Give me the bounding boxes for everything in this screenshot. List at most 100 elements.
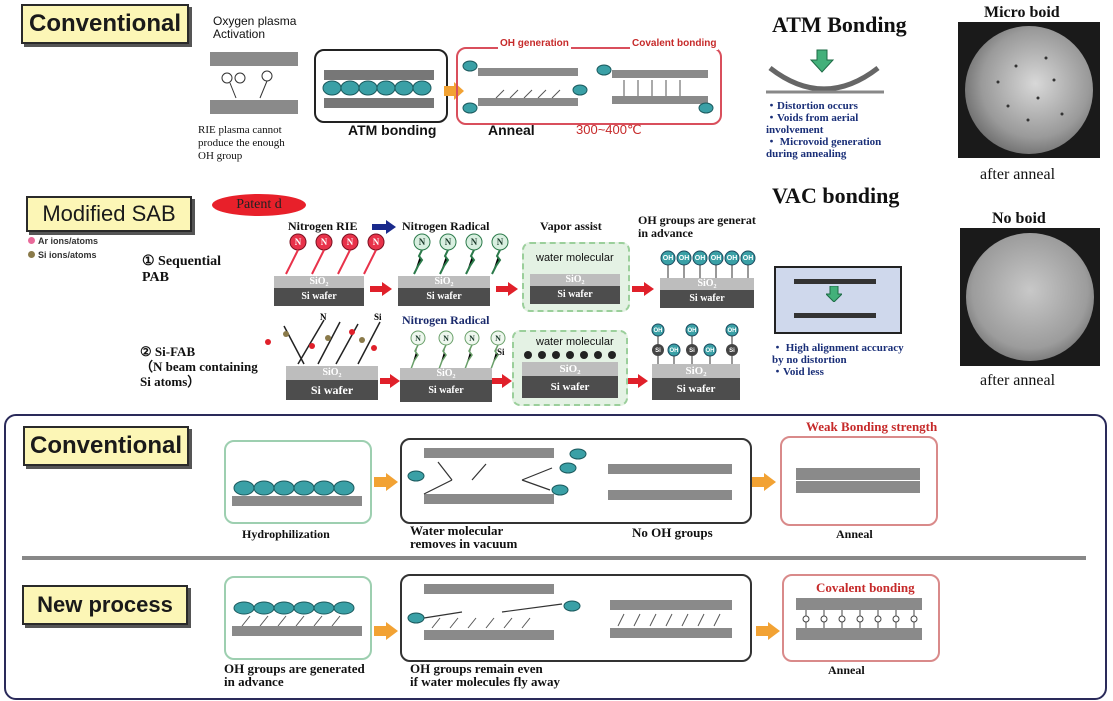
row2-label: ② Si-FAB （N beam containing Si atoms） — [140, 344, 258, 389]
oh-remain-bottom-plate — [424, 630, 554, 640]
plasma-particles — [221, 70, 273, 99]
covalent-bonding-label-top: Covalent bonding — [630, 37, 719, 50]
vacuum-bottom-plate — [424, 494, 554, 504]
no-oh-label: No OH groups — [632, 525, 713, 540]
si-wafer-2: Si wafer — [398, 288, 490, 306]
atm-bend-diagram — [766, 49, 884, 94]
sio2-layer-5: SiO₂ — [286, 366, 378, 380]
sio2-layer-1: SiO₂ — [274, 276, 364, 288]
lower-plate — [210, 100, 298, 114]
si-wafer-1: Si wafer — [274, 288, 364, 306]
conventional-tag-bottom: Conventional — [23, 426, 189, 466]
svg-text:OH: OH — [706, 348, 715, 354]
arrow-icon — [752, 473, 776, 491]
arrow-icon — [444, 82, 464, 100]
svg-text:OH: OH — [654, 328, 663, 334]
anneal-molecules — [462, 60, 714, 114]
no-boid-photo — [960, 228, 1100, 366]
si-wafer-5: Si wafer — [286, 380, 378, 400]
water-removes-label: Water molecular removes in vacuum — [410, 523, 518, 551]
weak-anneal-box — [780, 436, 938, 526]
oh-advance-molecules — [233, 601, 355, 627]
svg-text:OH: OH — [695, 255, 706, 262]
oxygen-plasma-label: Oxygen plasma Activation — [213, 14, 297, 41]
si-dot-label: Si — [497, 347, 505, 357]
svg-text:Si: Si — [655, 348, 661, 354]
hydro-plate — [232, 496, 362, 506]
oh-advance-box — [224, 576, 372, 660]
svg-text:N: N — [497, 237, 504, 247]
svg-text:OH: OH — [728, 328, 737, 334]
svg-text:N: N — [469, 334, 475, 343]
temperature-label: 300~400℃ — [576, 122, 642, 137]
water-molecular-label-1: water molecular — [536, 252, 614, 264]
oh-remain-label: OH groups remain even if water molecules… — [410, 661, 560, 689]
water-molecular-label-2: water molecular — [536, 336, 614, 348]
svg-text:N: N — [415, 334, 421, 343]
arrow-icon — [374, 622, 398, 640]
svg-text:N: N — [347, 237, 354, 247]
no-oh-bottom-plate — [608, 490, 732, 500]
micro-boid-caption: after anneal — [980, 166, 1056, 183]
svg-text:Si: Si — [689, 348, 695, 354]
vac-chamber — [774, 266, 902, 334]
atm-bottom-plate — [324, 98, 434, 108]
legend-ar: Ar ions/atoms — [28, 236, 98, 246]
svg-text:N: N — [445, 237, 452, 247]
arrow-icon — [632, 282, 654, 296]
svg-text:N: N — [443, 334, 449, 343]
sio2-layer-4: SiO₂ — [660, 278, 754, 290]
atm-water-molecules — [322, 80, 432, 96]
new-process-tag: New process — [22, 585, 188, 625]
arrow-icon — [374, 473, 398, 491]
no-oh-top-plate — [608, 464, 732, 474]
si-atoms-row — [524, 351, 616, 359]
si-wafer-7: Si wafer — [522, 376, 618, 398]
nitrogen-rie-label: Nitrogen RIE — [288, 219, 358, 233]
vac-bottom-plate — [794, 313, 876, 318]
sio2-layer-8: SiO₂ — [652, 364, 740, 378]
micro-boid-title: Micro boid — [984, 4, 1060, 21]
anneal-bottom-plate-1 — [478, 98, 578, 106]
svg-text:N: N — [495, 334, 501, 343]
weak-bonding-label: Weak Bonding strength — [806, 419, 938, 434]
svg-text:OH: OH — [670, 348, 679, 354]
arrow-icon — [370, 282, 392, 296]
svg-text:OH: OH — [711, 255, 722, 262]
no-boid-title: No boid — [992, 210, 1046, 227]
atm-top-plate — [324, 70, 434, 80]
arrow-icon — [380, 374, 400, 388]
svg-text:Si: Si — [374, 312, 382, 322]
anneal-top-plate-2 — [612, 70, 708, 78]
modified-sab-tag: Modified SAB — [26, 196, 192, 232]
vac-bonding-title: VAC bonding — [772, 183, 900, 208]
weak-top-plate — [796, 468, 920, 480]
oh-remain-top-plate — [424, 584, 554, 594]
oh-remain-right-top-plate — [610, 600, 732, 610]
no-boid-caption: after anneal — [980, 372, 1056, 389]
si-wafer-6: Si wafer — [400, 380, 492, 402]
blue-arrow-icon — [372, 220, 396, 234]
sio2-layer-7: SiO₂ — [522, 362, 618, 376]
atm-bullets: ・Distortion occurs ・Voids from aerial in… — [766, 100, 882, 160]
atm-bonding-title: ATM Bonding — [772, 12, 907, 37]
svg-text:N: N — [373, 237, 380, 247]
patent-badge: Patent d — [212, 194, 306, 216]
svg-text:N: N — [295, 237, 302, 247]
covalent-anneal-box — [782, 574, 940, 662]
vac-bullets: ・ High alignment accuracy by no distorti… — [772, 342, 904, 378]
svg-text:OH: OH — [727, 255, 738, 262]
svg-text:OH: OH — [663, 255, 674, 262]
anneal-red-box — [456, 47, 722, 125]
conventional-tag-top: Conventional — [21, 4, 189, 44]
anneal-label-covalent: Anneal — [828, 663, 865, 677]
anneal-label-weak: Anneal — [836, 527, 873, 541]
oh-generation-label: OH generation — [498, 37, 571, 50]
vac-top-plate — [794, 279, 876, 284]
atm-bonding-label: ATM bonding — [348, 122, 437, 138]
hydro-molecules — [233, 480, 355, 496]
nitrogen-radical-label-2: Nitrogen Radical — [402, 313, 490, 327]
